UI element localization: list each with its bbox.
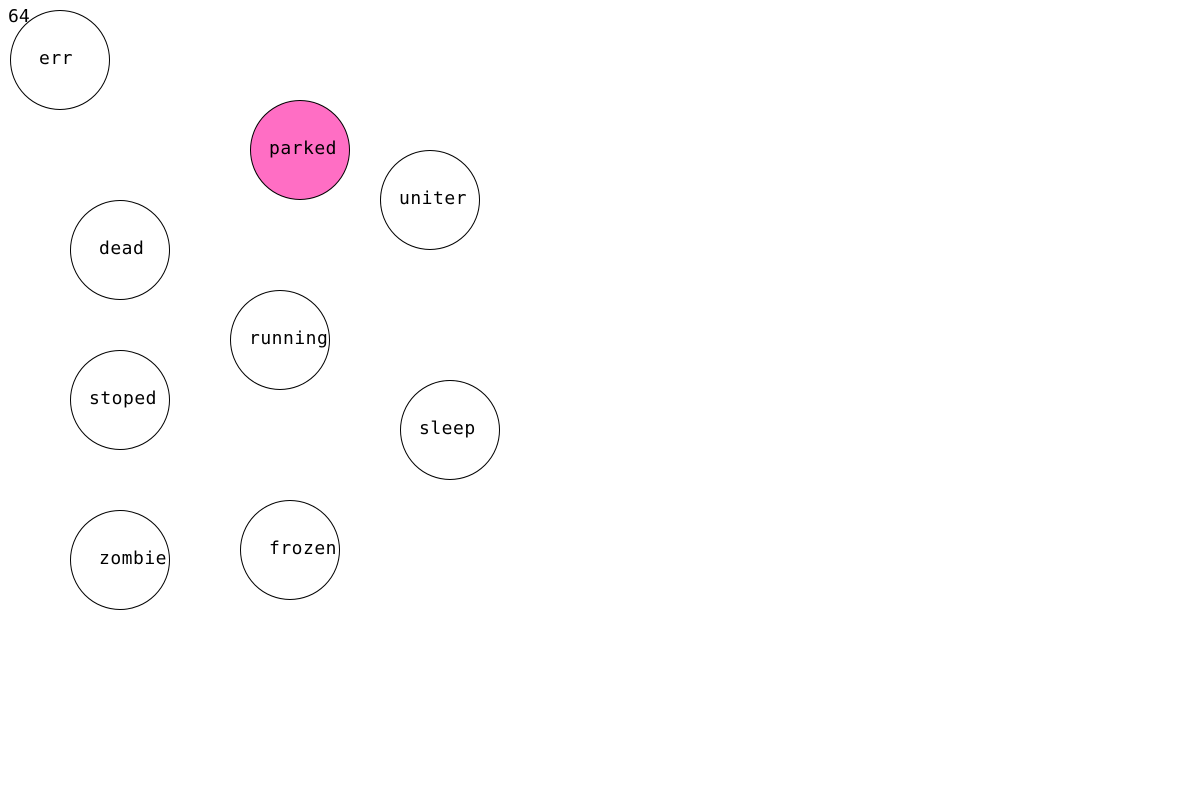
- state-node-uniter[interactable]: uniter: [380, 150, 480, 250]
- counter-label: 64: [8, 6, 30, 27]
- state-node-zombie[interactable]: zombie: [70, 510, 170, 610]
- state-node-sleep[interactable]: sleep: [400, 380, 500, 480]
- state-node-frozen[interactable]: frozen: [240, 500, 340, 600]
- state-node-label: dead: [99, 238, 145, 260]
- state-node-dead[interactable]: dead: [70, 200, 170, 300]
- state-node-label: running: [249, 328, 329, 350]
- state-node-label: err: [39, 48, 74, 70]
- state-node-parked[interactable]: parked: [250, 100, 350, 200]
- state-node-label: parked: [269, 138, 338, 160]
- state-node-label: stoped: [89, 388, 158, 410]
- state-node-running[interactable]: running: [230, 290, 330, 390]
- state-node-label: uniter: [399, 188, 468, 210]
- state-node-label: sleep: [419, 418, 476, 440]
- state-node-stoped[interactable]: stoped: [70, 350, 170, 450]
- state-node-label: frozen: [269, 538, 338, 560]
- state-node-err[interactable]: err: [10, 10, 110, 110]
- state-node-label: zombie: [99, 548, 168, 570]
